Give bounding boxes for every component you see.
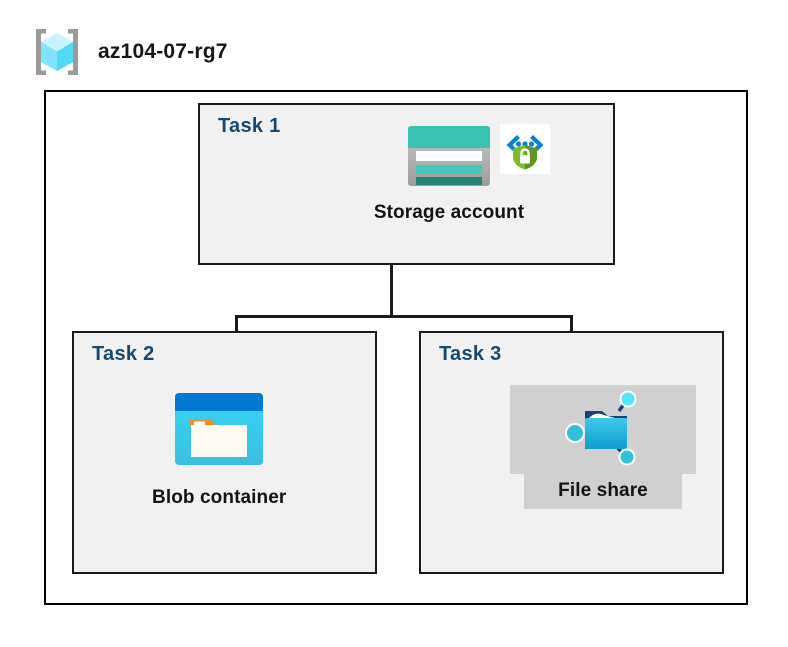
page-title: az104-07-rg7	[98, 40, 228, 63]
resource-group-cube-icon	[30, 26, 84, 78]
node-blob-container[interactable]: Blob container	[152, 392, 286, 509]
connector-horizontal-bus	[235, 315, 573, 318]
blob-container-icon	[174, 393, 264, 470]
blob-container-caption: Blob container	[152, 487, 287, 508]
connector-task1-trunk	[390, 265, 393, 317]
file-share-icon-wrap	[510, 385, 696, 474]
file-share-icon	[564, 390, 642, 473]
secure-endpoint-shield-icon	[500, 124, 550, 179]
storage-account-icon	[406, 124, 492, 193]
node-storage-account[interactable]: Storage account	[348, 124, 550, 224]
storage-account-icon-row	[406, 124, 550, 193]
storage-account-caption: Storage account	[373, 202, 525, 223]
task-2-label: Task 2	[92, 343, 155, 365]
task-3-label: Task 3	[439, 343, 502, 365]
blob-container-icon-row	[174, 392, 264, 471]
task-1-label: Task 1	[218, 115, 281, 137]
resource-group-header: az104-07-rg7	[30, 26, 228, 78]
node-file-share[interactable]: File share	[510, 385, 696, 509]
file-share-caption: File share	[524, 474, 682, 509]
